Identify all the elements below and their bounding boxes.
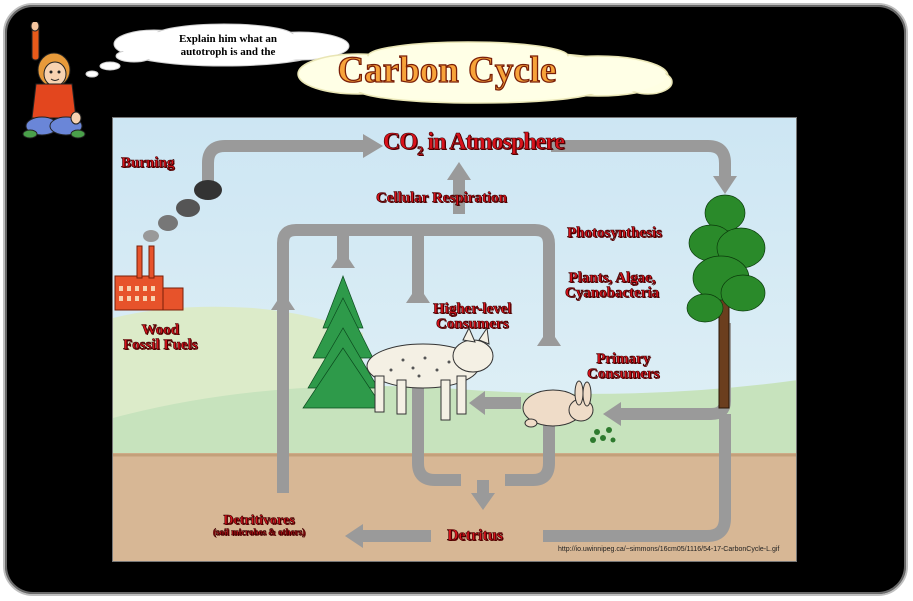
page-title: Carbon Cycle (337, 49, 557, 91)
girl-illustration (22, 22, 86, 139)
grass-sprig (590, 427, 616, 443)
co2-suffix: in Atmosphere (422, 129, 565, 155)
label-detritus: Detritus (447, 527, 504, 544)
carbon-cycle-diagram: CO2 in Atmosphere Burning Cellular Respi… (112, 117, 797, 562)
label-plants: Plants, Algae, Cyanobacteria (565, 270, 660, 301)
pine-tree-illustration (302, 275, 384, 409)
label-wood-fossil-fuels: Wood Fossil Fuels (123, 322, 198, 353)
label-fossil-fuels: Fossil Fuels (123, 337, 198, 353)
lynx-illustration (366, 326, 494, 421)
label-higher-level-consumers: Higher-level Consumers (433, 301, 512, 332)
co2-prefix: CO (383, 129, 419, 155)
rabbit-illustration (522, 380, 594, 428)
factory-illustration (114, 180, 222, 311)
label-co2-atmosphere: CO2 in Atmosphere (383, 129, 566, 158)
co2-subscript: 2 (417, 142, 424, 158)
label-burning: Burning (121, 155, 175, 171)
speech-line-2: autotroph is and the (180, 46, 276, 58)
arrow-higher-detritus (412, 378, 461, 486)
label-primary-line2: Consumers (587, 366, 660, 382)
label-primary-consumers: Primary Consumers (587, 351, 660, 382)
source-url: http://io.uwinnipeg.ca/~simmons/16cm05/1… (558, 546, 780, 553)
speech-bubble-text: Explain him what an autotroph is and the (158, 33, 298, 59)
label-plants-line2: Cyanobacteria (565, 285, 660, 301)
arrow-photosynthesis (551, 140, 731, 176)
soil-layer (113, 453, 796, 561)
label-wood: Wood (141, 322, 180, 338)
arrow-primary-detritus (505, 408, 555, 486)
label-photosynthesis: Photosynthesis (567, 225, 663, 241)
title-cloud (297, 41, 673, 104)
label-higher-line1: Higher-level (433, 301, 512, 317)
speech-line-1: Explain him what an (178, 33, 278, 45)
label-cellular-respiration: Cellular Respiration (376, 190, 508, 206)
label-detritivores: Detritivores (soil microbes & others) (213, 513, 306, 537)
diagram-artwork (113, 118, 796, 561)
label-primary-line1: Primary (596, 351, 651, 367)
label-detritivores-main: Detritivores (223, 513, 295, 528)
tree-illustration (686, 194, 766, 409)
arrow-tree-detritus (543, 414, 731, 542)
label-detritivores-sub: (soil microbes & others) (213, 527, 306, 537)
label-higher-line2: Consumers (436, 316, 509, 332)
arrow-burning (202, 140, 363, 188)
arrowheads (271, 134, 737, 548)
speech-cloud (85, 23, 350, 78)
label-plants-line1: Plants, Algae, (568, 270, 656, 286)
